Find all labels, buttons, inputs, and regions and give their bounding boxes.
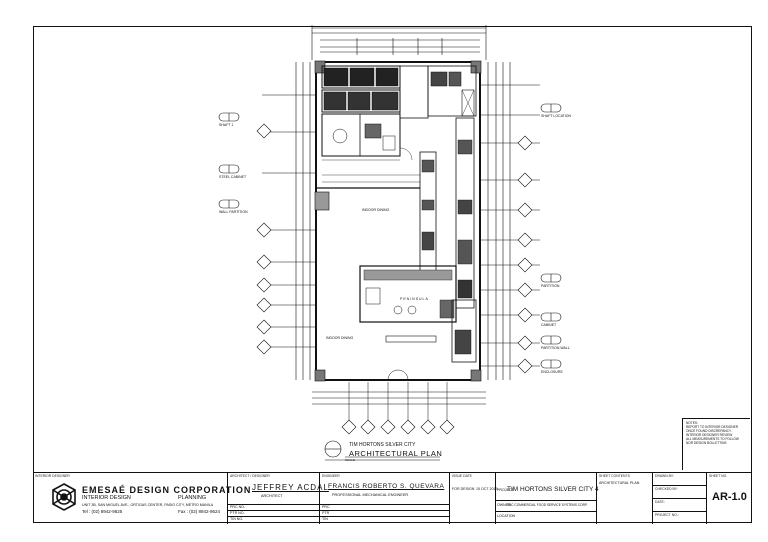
firm-logo-icon [52, 483, 76, 511]
firm-cell: INTERIOR DESIGNER EMESAÉ DESIGN CORPORAT… [33, 473, 250, 524]
firm-subtitle-planning: PLANNING [178, 495, 207, 501]
firm-fax: Fax : (02) 8942-9624 [178, 509, 221, 514]
checked-by-label: CHECKED BY: [655, 487, 678, 491]
engineer-row-2: PTR [322, 511, 330, 515]
firm-address: UNIT 3B, SAN MIGUEL AVE., ORTIGAS CENTER… [82, 503, 214, 507]
notes-box: NOTES: REPORT TO INTERIOR DESIGNER ONCE … [682, 418, 750, 470]
architect-cell: ARCHITECT / DESIGNER JEFFREY ACDAL ARCHI… [228, 473, 328, 524]
notes-line: INTERIOR DESIGNER REVIEW [686, 433, 733, 437]
engineer-row-1: PRC [322, 505, 330, 509]
project-label: PROJECT [497, 488, 514, 492]
owner-name: TDC COMMERCIAL FOOD SERVICE SYSTEMS CORP… [507, 503, 588, 507]
tag-label-right-5: ENCLOSURE [541, 370, 563, 374]
notes-line: ONCE FOUND DISCREPANCY. [686, 429, 732, 433]
firm-subtitle-design: INTERIOR DESIGN [82, 495, 131, 501]
drawing-title-project: TIM HORTONS SILVER CITY [349, 442, 416, 448]
firm-header: INTERIOR DESIGNER [35, 474, 70, 478]
architect-row-3: TIN NO. [230, 517, 244, 521]
tag-label-right-2: PARTITION [541, 284, 560, 288]
project-cell: ISSUE DATE FOR DESIGN 15 OCT 2019 PROJEC… [450, 473, 599, 524]
notes-line: ALL MEASUREMENTS TO FOLLOW [686, 437, 739, 441]
project-name: TIM HORTONS SILVER CITY 4 [507, 486, 599, 493]
issue-header: ISSUE DATE [452, 474, 472, 478]
engineer-header: ENGINEER [322, 474, 340, 478]
architect-header: ARCHITECT / DESIGNER [230, 474, 270, 478]
drawing-title-sheet: ARCHITECTURAL PLAN [349, 449, 443, 458]
notes-line: REPORT TO INTERIOR DESIGNER [686, 425, 739, 429]
tag-label-right-1: SHAFT LOCATION [541, 114, 572, 118]
sheet-contents-cell: SHEET CONTENTS ARCHITECTURAL PLAN [597, 473, 653, 524]
room-label-indoor-dining-upper: INDOOR DINING [362, 208, 390, 212]
drawn-by-label: DRAWN BY: [655, 474, 674, 478]
architect-role: ARCHITECT [261, 494, 283, 498]
room-label-indoor-dining-lower: INDOOR DINING [326, 336, 354, 340]
project-no-label: PROJECT NO.: [655, 513, 679, 517]
drawing-scale-label: SCALE [345, 458, 355, 462]
architect-row-1: PRC NO. [230, 505, 245, 509]
sheet-contents-label: SHEET CONTENTS [599, 474, 630, 478]
notes-line: NOR DESIGN BOLLETTINS [686, 441, 727, 445]
tag-label-right-3: CABINET [541, 323, 557, 327]
drawing-sheet-border [33, 26, 752, 523]
engineer-role: PROFESSIONAL MECHANICAL ENGINEER [332, 493, 409, 497]
owner-label: OWNER [497, 503, 511, 507]
engineer-name: FRANCIS ROBERTO S. QUEVARA [328, 483, 445, 490]
sheet-no-label: SHEET NO. [709, 474, 728, 478]
firm-name: EMESAÉ DESIGN CORPORATION [82, 485, 252, 495]
architect-row-2: PTR NO. [230, 511, 245, 515]
title-block: INTERIOR DESIGNER EMESAÉ DESIGN CORPORAT… [33, 472, 752, 524]
tag-label-right-4: PARTITION WALL [541, 346, 570, 350]
sheet-contents-value: ARCHITECTURAL PLAN [599, 481, 640, 485]
engineer-cell: ENGINEER FRANCIS ROBERTO S. QUEVARA PROF… [320, 473, 450, 524]
notes-line: NOTES: [686, 421, 698, 425]
drawn-by-cell: DRAWN BY: CHECKED BY: DATE: PROJECT NO.: [653, 473, 707, 524]
tag-label-left-3: WALL PARTITION [219, 210, 248, 214]
issue-date: 15 OCT 2019 [476, 487, 498, 491]
sheet-number-cell: SHEET NO. AR-1.0 [707, 473, 752, 524]
room-label-peninsula: PENINSULA [400, 297, 429, 301]
engineer-row-3: TIN [322, 517, 328, 521]
tag-label-left-1: SHAFT 1 [219, 123, 234, 127]
location-label: LOCATION [497, 514, 516, 518]
architect-name: JEFFREY ACDAL [252, 483, 329, 492]
firm-telephone: Tel : (02) 8942-9625 [82, 509, 123, 514]
issue-label: FOR DESIGN [452, 487, 475, 491]
sheet-number: AR-1.0 [712, 491, 747, 503]
tag-label-left-2: STEEL CABINET [219, 175, 247, 179]
date-label: DATE: [655, 500, 665, 504]
